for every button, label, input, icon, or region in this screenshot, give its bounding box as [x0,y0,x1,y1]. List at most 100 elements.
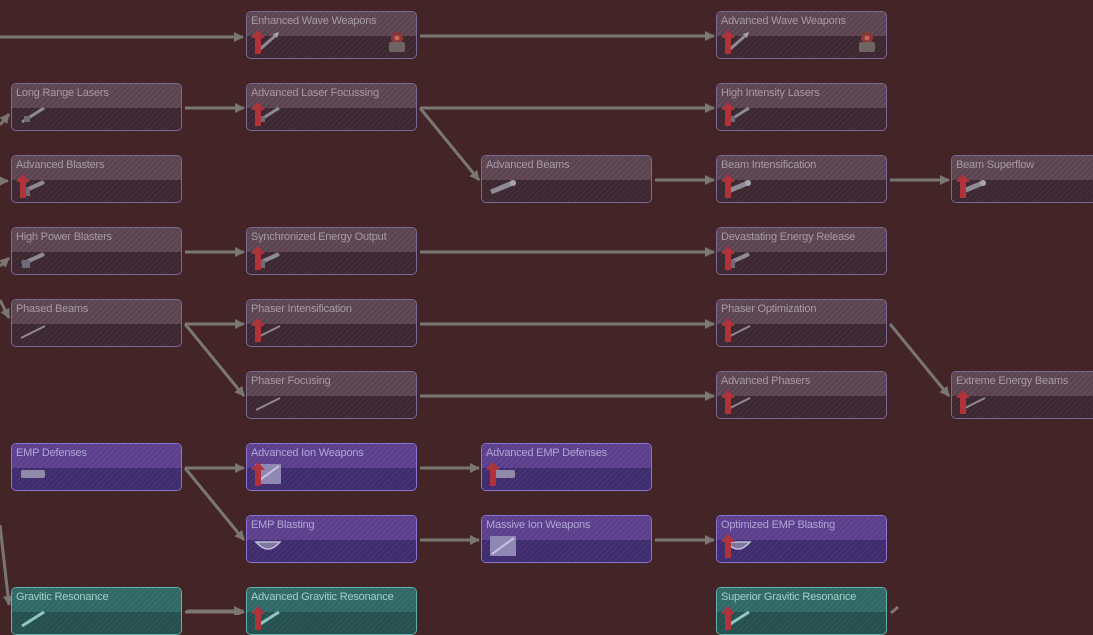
tech-node-long-range-lasers[interactable]: Long Range Lasers [11,83,182,131]
upgrade-arrow-icon [251,30,265,54]
upgrade-arrow-icon [956,174,970,198]
tech-node-label: Phased Beams [16,303,89,315]
tech-node-enhanced-wave-weapons[interactable]: Enhanced Wave Weapons [246,11,417,59]
tech-node-header [247,12,416,36]
tech-node-label: Devastating Energy Release [721,231,856,243]
tech-node-advanced-ion-weapons[interactable]: Advanced Ion Weapons [246,443,417,491]
tech-node-label: Advanced Gravitic Resonance [251,591,394,603]
tech-node-label: Extreme Energy Beams [956,375,1069,387]
tech-node-header [247,300,416,324]
upgrade-arrow-icon [251,246,265,270]
offscreen-link [0,256,10,268]
unit-emblem-icon [389,32,405,52]
tech-node-header [482,516,651,540]
phaser-icon [20,325,46,339]
emp-icon [21,470,45,478]
tech-node-header [247,372,416,396]
tech-node-header [247,228,416,252]
prerequisite-link [888,323,951,397]
tech-node-header [12,588,181,612]
emp-icon [491,470,515,478]
tech-node-header [717,516,886,540]
unit-emblem-icon [859,32,875,52]
tech-node-advanced-wave-weapons[interactable]: Advanced Wave Weapons [716,11,887,59]
tech-node-header [952,156,1093,180]
tech-node-optimized-emp-blasting[interactable]: Optimized EMP Blasting [716,515,887,563]
ion-icon [490,536,516,556]
tech-node-synchronized-energy-output[interactable]: Synchronized Energy Output [246,227,417,275]
tech-node-label: Massive Ion Weapons [486,519,591,531]
tech-node-body [717,540,886,562]
tech-node-label: Advanced Laser Focussing [251,87,379,99]
tech-node-advanced-beams[interactable]: Advanced Beams [481,155,652,203]
tech-node-label: Advanced EMP Defenses [486,447,607,459]
wave-weapon-icon [258,32,279,52]
tech-node-header [482,156,651,180]
tech-node-label: Gravitic Resonance [16,591,109,603]
tech-node-advanced-phasers[interactable]: Advanced Phasers [716,371,887,419]
offscreen-link [0,524,13,606]
tech-node-header [247,516,416,540]
offscreen-link [0,299,11,319]
tech-node-phased-beams[interactable]: Phased Beams [11,299,182,347]
tech-node-body [717,252,886,274]
upgrade-arrow-icon [721,30,735,54]
tech-node-body [247,468,416,490]
tech-node-body [247,108,416,130]
tech-node-header [717,300,886,324]
tech-node-advanced-emp-defenses[interactable]: Advanced EMP Defenses [481,443,652,491]
tech-node-header [12,444,181,468]
tech-node-header [482,444,651,468]
tech-node-high-intensity-lasers[interactable]: High Intensity Lasers [716,83,887,131]
tech-node-label: Advanced Phasers [721,375,811,387]
tech-node-phaser-intensification[interactable]: Phaser Intensification [246,299,417,347]
tech-node-header [717,84,886,108]
tech-node-header [717,228,886,252]
tech-node-body [247,324,416,346]
tech-node-header [717,12,886,36]
tech-node-body [247,252,416,274]
tech-node-label: Advanced Blasters [16,159,105,171]
tech-node-header [12,228,181,252]
tech-node-high-power-blasters[interactable]: High Power Blasters [11,227,182,275]
tech-node-label: Advanced Wave Weapons [721,15,846,27]
tech-node-label: Enhanced Wave Weapons [251,15,377,27]
tech-node-advanced-gravitic-resonance[interactable]: Advanced Gravitic Resonance [246,587,417,635]
upgrade-arrow-icon [721,174,735,198]
prerequisite-link [183,323,246,397]
tech-node-advanced-laser-focussing[interactable]: Advanced Laser Focussing [246,83,417,131]
upgrade-arrow-icon [486,462,500,486]
tech-node-label: Synchronized Energy Output [251,231,387,243]
tech-node-header [12,84,181,108]
tech-node-advanced-blasters[interactable]: Advanced Blasters [11,155,182,203]
tech-node-header [717,372,886,396]
tech-node-gravitic-resonance[interactable]: Gravitic Resonance [11,587,182,635]
beam-icon [490,179,516,195]
tech-node-label: EMP Blasting [251,519,315,531]
tech-node-emp-blasting[interactable]: EMP Blasting [246,515,417,563]
tech-node-extreme-energy-beams[interactable]: Extreme Energy Beams [951,371,1093,419]
tech-node-phaser-focusing[interactable]: Phaser Focusing [246,371,417,419]
tech-node-header [12,156,181,180]
tech-node-devastating-energy-release[interactable]: Devastating Energy Release [716,227,887,275]
tech-node-massive-ion-weapons[interactable]: Massive Ion Weapons [481,515,652,563]
tech-node-label: Phaser Focusing [251,375,331,387]
tech-node-body [12,468,181,490]
tech-node-label: High Power Blasters [16,231,112,243]
tech-node-header [247,84,416,108]
tech-node-superior-gravitic-resonance[interactable]: Superior Gravitic Resonance [716,587,887,635]
upgrade-arrow-icon [721,606,735,630]
tech-node-header [717,588,886,612]
tech-node-emp-defenses[interactable]: EMP Defenses [11,443,182,491]
upgrade-arrow-icon [16,174,30,198]
tech-node-body [952,396,1093,418]
tech-node-body [482,180,651,202]
tech-node-header [952,372,1093,396]
offscreen-link [0,113,11,126]
wave-weapon-icon [728,32,749,52]
tech-node-beam-superflow[interactable]: Beam Superflow [951,155,1093,203]
tech-node-phaser-optimization[interactable]: Phaser Optimization [716,299,887,347]
laser-icon [21,106,45,124]
tech-node-beam-intensification[interactable]: Beam Intensification [716,155,887,203]
tech-node-body [717,108,886,130]
